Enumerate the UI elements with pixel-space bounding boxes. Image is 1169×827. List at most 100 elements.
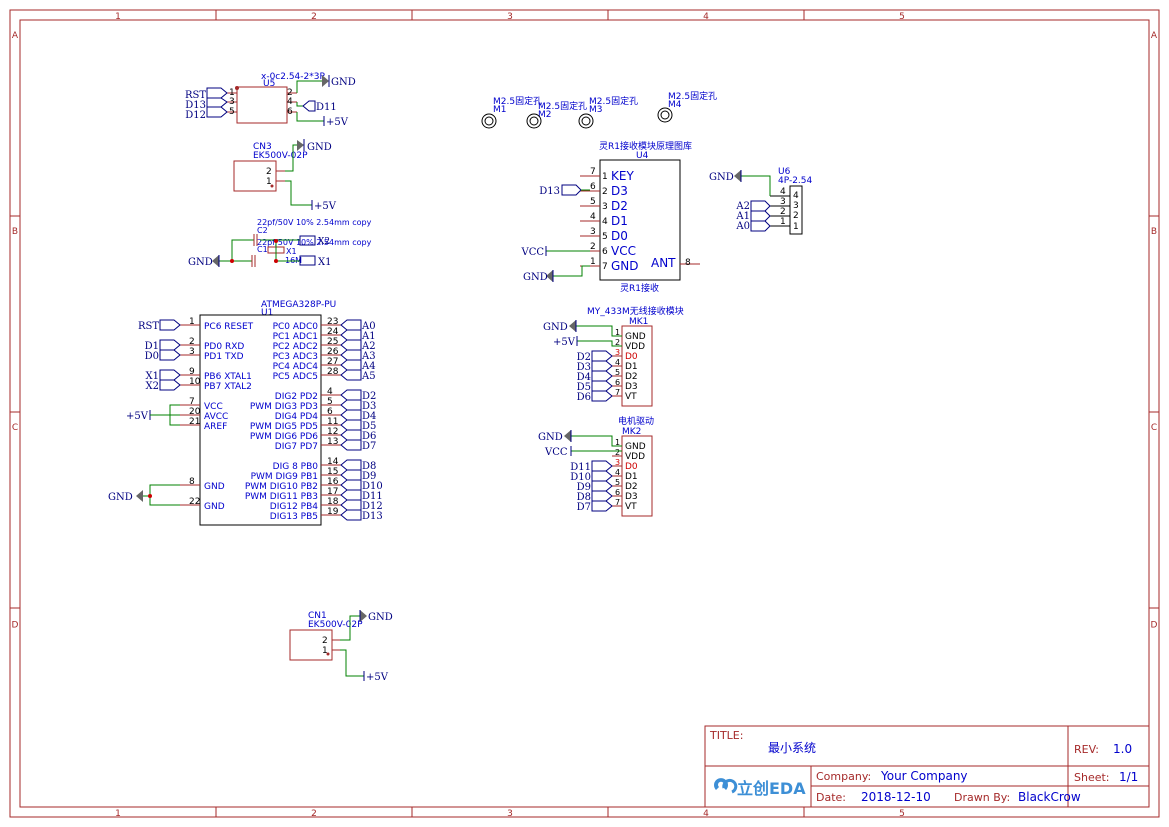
u1-pin-name: GND [204, 482, 225, 492]
net-a1: A1 [735, 211, 750, 222]
u1-pin-number: 8 [189, 477, 195, 487]
net-d11: D11 [316, 102, 337, 113]
frame-row-label: B [1151, 227, 1157, 237]
title-value: 最小系统 [768, 741, 816, 755]
net-a0: A0 [735, 221, 750, 232]
net-label: D4 [577, 372, 591, 383]
net-gnd: GND [538, 432, 563, 443]
net-label: D5 [577, 382, 591, 393]
net-port [591, 470, 613, 482]
net-gnd: GND [709, 172, 734, 183]
u6-pin: 1 [793, 222, 799, 232]
u4-pin-number: 5 [590, 197, 596, 207]
net-label: A1 [361, 331, 376, 342]
net-gnd: GND [543, 322, 568, 333]
date-label: Date: [816, 791, 846, 804]
u1-pin-number: 19 [327, 507, 339, 517]
mk1-title: MY_433M无线接收模块 [587, 305, 684, 317]
u1-pin-name: PWM DIG3 PD3 [250, 402, 318, 412]
mk2-pin-number: 1 [615, 438, 620, 447]
frame-row-label: B [12, 227, 18, 237]
net-x2: X2 [146, 381, 159, 392]
u4-pin-inner: 6 [602, 247, 608, 257]
u1-pin-name: PC3 ADC3 [273, 352, 318, 362]
net-gnd: GND [368, 612, 393, 623]
u1-pin-name: DIG 8 PB0 [273, 462, 319, 472]
net-port [591, 500, 613, 512]
mk1-pin-number: 5 [615, 368, 620, 377]
net-label: D7 [362, 441, 376, 452]
net-vcc: VCC [520, 247, 544, 258]
net-d13: D13 [185, 100, 206, 111]
net-x2: X2 [318, 237, 330, 247]
u1-pin-number: 25 [327, 337, 338, 347]
net-label: D3 [362, 401, 376, 412]
u4-ant: ANT [651, 256, 676, 270]
net-port [340, 339, 362, 351]
mk2-pin-number: 7 [615, 498, 620, 507]
u4-ref: U4 [636, 151, 649, 161]
u4-footer: 灵R1接收 [620, 282, 659, 294]
cn3-pin: 1 [266, 177, 272, 187]
net-5v: +5V [553, 337, 576, 348]
mount-label: M2.5固定孔 [668, 90, 717, 102]
u1-pin-number: 16 [327, 477, 339, 487]
net-port [340, 329, 362, 341]
net-gnd: GND [188, 257, 213, 268]
net-label: D7 [577, 502, 591, 513]
u6-pin: 1 [780, 217, 786, 227]
mk2-pin-number: 3 [615, 458, 620, 467]
net-port [340, 369, 362, 381]
u4-pin-number: 1 [590, 257, 596, 267]
mk2-ref: MK2 [622, 427, 641, 437]
u1-pin-name: PWM DIG5 PD5 [250, 422, 318, 432]
u4-pin-name: KEY [611, 169, 634, 183]
mk1-pin-name: GND [625, 332, 646, 342]
cn1-connector: CN1 EK500V-02P 21 GND +5V [289, 610, 393, 683]
u1-pin-number: 12 [327, 427, 338, 437]
frame-column-label: 1 [115, 12, 121, 22]
u1-pin-number: 14 [327, 457, 339, 467]
net-label: D9 [577, 482, 591, 493]
net-port [340, 499, 362, 511]
mk2-pin-number: 4 [615, 468, 620, 477]
u1-pin-number: 13 [327, 437, 338, 447]
u1-pin-name: PD1 TXD [204, 352, 244, 362]
u4-title: 灵R1接收模块原理图库 [599, 140, 692, 152]
mk1-ref: MK1 [629, 317, 648, 327]
u1-pin-name: VCC [204, 402, 223, 412]
mk1-pin-name: D2 [625, 372, 638, 382]
mount-ref: M1 [493, 105, 507, 115]
u4-ant-pin: 8 [685, 258, 691, 268]
u6-pin: 2 [793, 211, 799, 221]
rev-label: REV: [1074, 743, 1099, 756]
net-port [340, 459, 362, 471]
net-label: A0 [361, 321, 376, 332]
frame-column-label: 1 [115, 809, 121, 819]
u5-pin: 5 [229, 107, 235, 117]
u1-pin-name: PB6 XTAL1 [204, 372, 252, 382]
u1-pin-number: 28 [327, 367, 339, 377]
net-label: D4 [362, 411, 376, 422]
u4-pin-number: 6 [590, 182, 596, 192]
c1-label: 22pf/50V 10% 2.54mm copy [257, 238, 372, 247]
net-x1: X1 [318, 257, 331, 268]
net-gnd: GND [331, 77, 356, 88]
net-gnd: GND [523, 272, 548, 283]
net-port [591, 360, 613, 372]
net-label: D12 [362, 501, 383, 512]
date-value: 2018-12-10 [861, 790, 931, 804]
u1-pin-name: GND [204, 502, 225, 512]
u6-name: 4P-2.54 [778, 176, 813, 186]
x1-ref: X1 [286, 247, 297, 256]
u1-pin-name: PC2 ADC2 [273, 342, 318, 352]
net-label: D2 [577, 352, 591, 363]
net-label: D10 [362, 481, 383, 492]
net-label: D8 [362, 461, 376, 472]
net-port [340, 389, 362, 401]
u1-pin-number: 23 [327, 317, 338, 327]
net-label: A5 [361, 371, 376, 382]
frame-row-label: D [1151, 621, 1158, 631]
